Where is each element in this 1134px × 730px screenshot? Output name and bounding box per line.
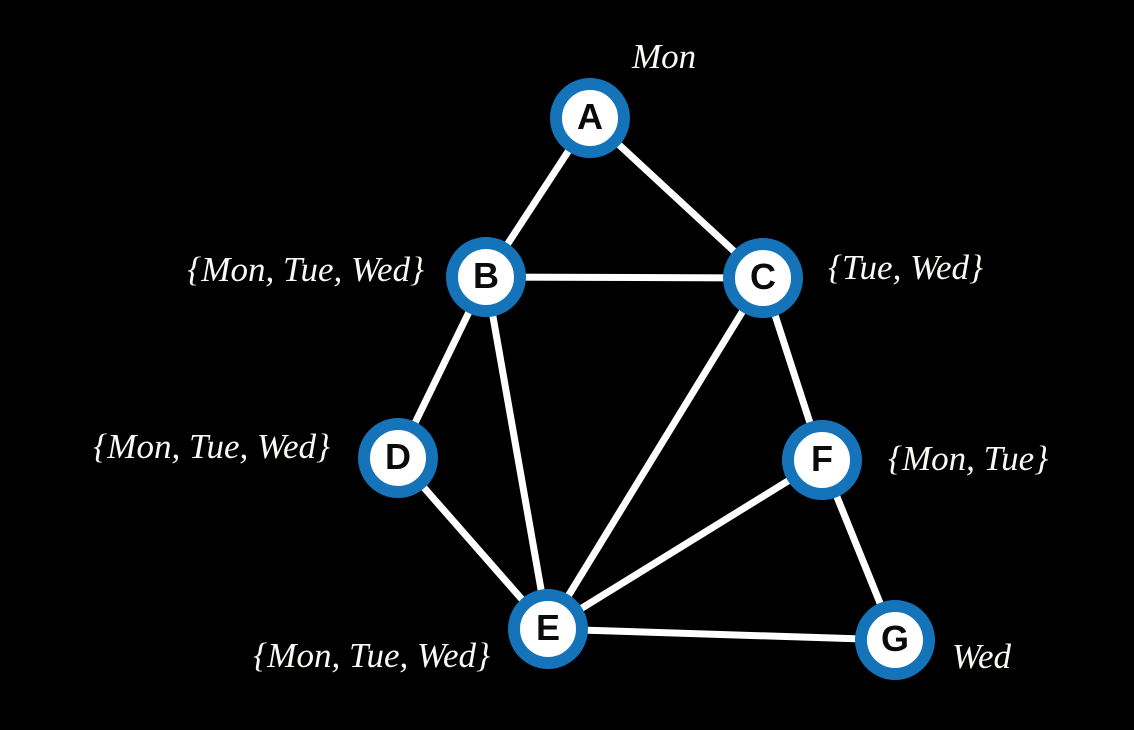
node-f-letter: F xyxy=(811,438,833,479)
edge-e-g xyxy=(547,625,896,644)
node-b-domain-label: {Mon, Tue, Wed} xyxy=(187,250,424,289)
node-d-letter: D xyxy=(385,436,411,477)
edge-e-f xyxy=(546,457,824,632)
node-c-letter: C xyxy=(750,256,776,297)
node-a: A xyxy=(550,78,630,158)
edge-b-c xyxy=(485,273,764,282)
node-a-letter: A xyxy=(577,96,603,137)
node-g-letter: G xyxy=(880,618,909,659)
node-c: C xyxy=(723,238,803,318)
node-g: G xyxy=(855,600,935,680)
node-b-letter: B xyxy=(473,255,499,296)
edge-c-e xyxy=(545,276,766,631)
node-g-domain-label: Wed xyxy=(952,637,1011,676)
node-e-letter: E xyxy=(535,607,560,648)
node-f-domain-label: {Mon, Tue} xyxy=(888,439,1049,478)
node-f: F xyxy=(782,420,862,500)
node-a-domain-label: Mon xyxy=(632,37,697,76)
node-b: B xyxy=(446,237,526,317)
node-e: E xyxy=(508,589,588,669)
edge-b-e xyxy=(482,276,552,630)
node-e-domain-label: {Mon, Tue, Wed} xyxy=(253,636,490,675)
node-d: D xyxy=(358,418,438,498)
node-d-domain-label: {Mon, Tue, Wed} xyxy=(93,427,330,466)
node-c-domain-label: {Tue, Wed} xyxy=(828,248,984,287)
